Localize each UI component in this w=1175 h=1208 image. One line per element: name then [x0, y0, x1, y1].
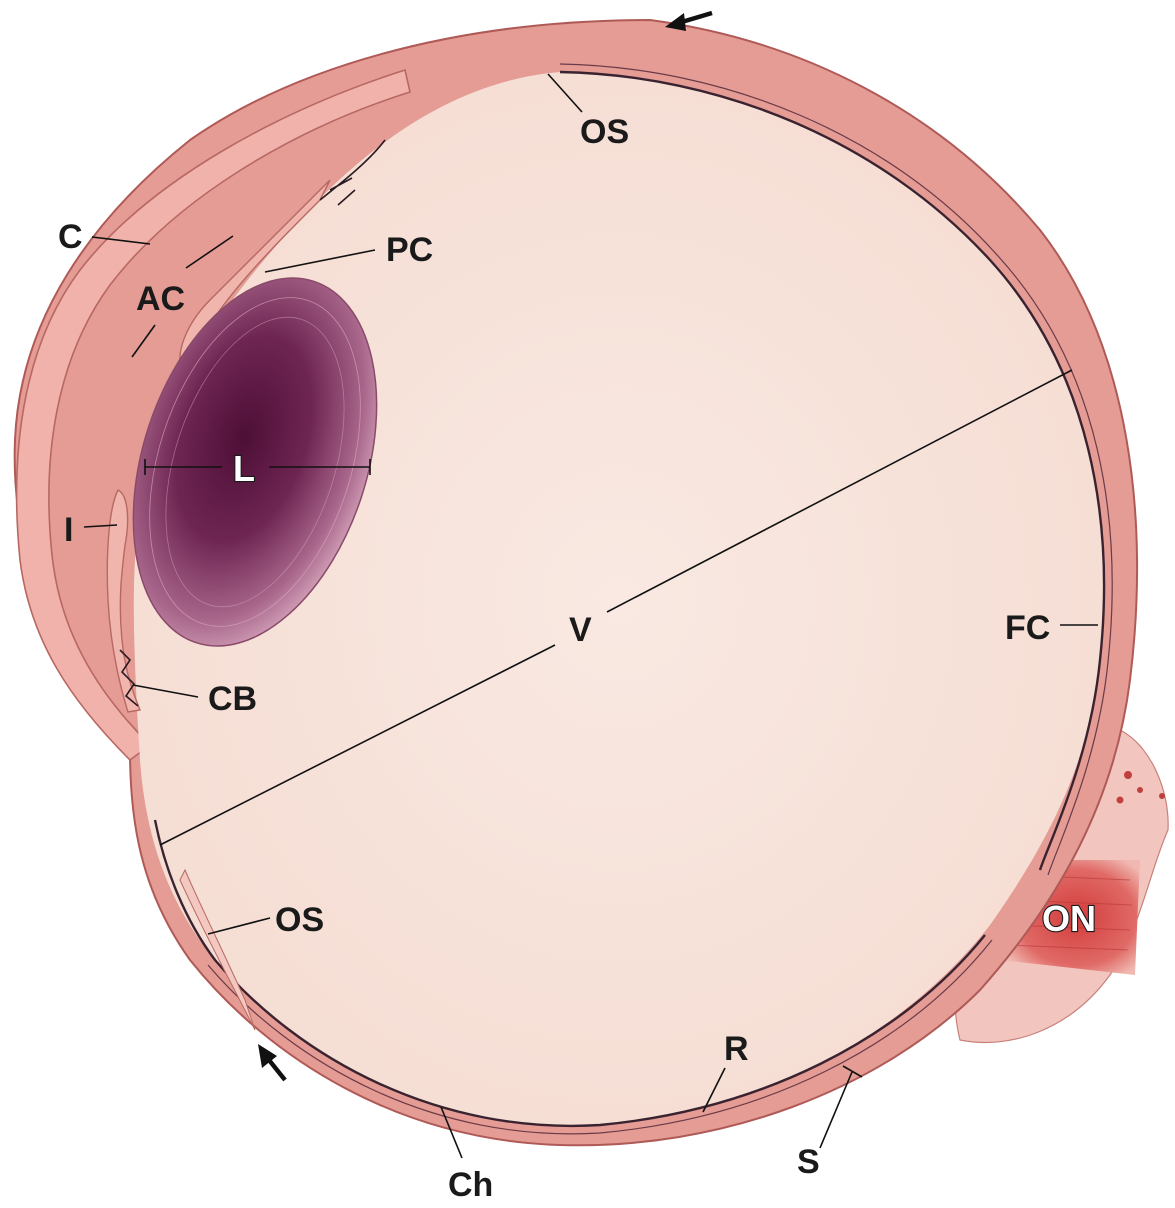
label-r: R [724, 1030, 749, 1068]
label-fc: FC [1005, 609, 1050, 647]
label-v: V [569, 611, 592, 649]
label-ac: AC [136, 280, 185, 318]
label-on: ON [1042, 898, 1096, 939]
label-cb: CB [208, 680, 257, 718]
vitreous-body [133, 63, 1113, 1135]
optic-nerve [954, 729, 1169, 1044]
iris [106, 179, 331, 713]
arrow-bottom-icon [258, 1044, 287, 1082]
label-os-top: OS [580, 113, 629, 151]
label-c: C [58, 218, 83, 256]
label-os-bottom: OS [275, 901, 324, 939]
label-ch: Ch [448, 1166, 493, 1204]
ciliary-body [119, 139, 386, 707]
label-pc: PC [386, 231, 433, 269]
leader-lines [83, 73, 1098, 1159]
label-s: S [797, 1143, 820, 1181]
label-i: I [64, 511, 73, 549]
arrow-top-icon [665, 10, 713, 31]
ora-serrata [179, 868, 256, 1031]
label-l: L [233, 448, 255, 489]
lens [132, 277, 378, 647]
